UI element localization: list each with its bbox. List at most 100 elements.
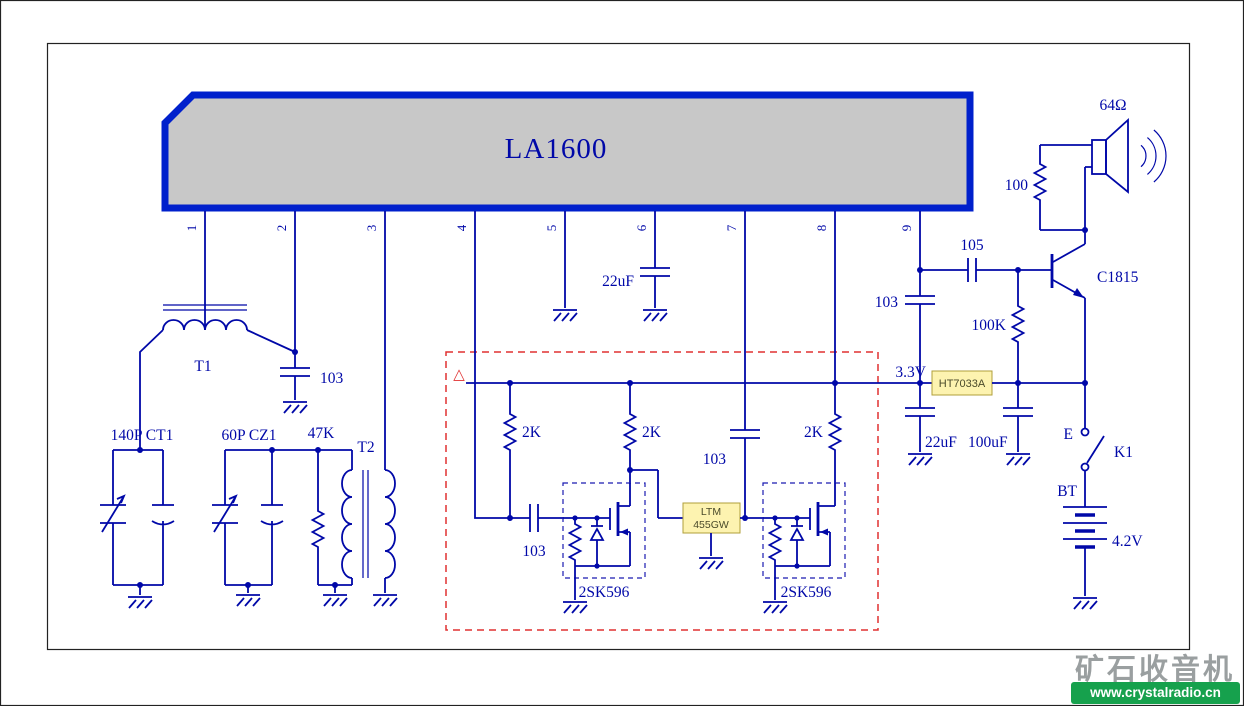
ct1-label: 140P CT1	[111, 427, 174, 444]
power-section: 3.3V HT7033A 22uF 100uF	[895, 364, 1143, 610]
junction-dots	[137, 227, 1088, 588]
ground-symbol	[698, 557, 724, 570]
mosfet-module-2	[762, 482, 846, 600]
q1-label: 2SK596	[579, 584, 630, 601]
ic-la1600: LA1600	[161, 91, 974, 212]
internal-resistor	[568, 517, 582, 567]
internal-diode-leads	[791, 518, 803, 566]
collector-lead	[1052, 166, 1092, 263]
switch-terminal	[1080, 427, 1090, 437]
pin-number-9: 9	[899, 225, 914, 232]
regulator-label: HT7033A	[939, 378, 986, 390]
r47k-label: 47K	[308, 425, 336, 442]
module-outline	[562, 482, 646, 579]
pin2-bypass-cap	[280, 211, 310, 400]
r100-label: 100	[1005, 177, 1029, 194]
c22uf-pin6-cap	[640, 211, 670, 308]
module-outline	[762, 482, 846, 579]
diode-triangle	[589, 527, 605, 541]
t1-leads	[139, 329, 296, 450]
c103-pin2-label: 103	[320, 370, 344, 387]
switch-terminal	[1080, 462, 1090, 472]
c105-coupling-cap	[920, 258, 1052, 282]
decoupling-section: 22uF	[552, 211, 670, 322]
c22uf-output-cap	[905, 383, 935, 452]
source-bus	[574, 565, 630, 600]
switch-k1-label: K1	[1114, 444, 1133, 461]
switch-blade	[1086, 435, 1105, 464]
drain-lead	[818, 483, 836, 507]
r2k-1-label: 2K	[522, 424, 542, 441]
ground-symbol	[322, 594, 348, 607]
sound-waves-icon	[1140, 129, 1167, 183]
rail-voltage-label: 3.3V	[895, 364, 926, 381]
t1-ferrite-coil	[162, 304, 248, 331]
r2k-3-label: 2K	[804, 424, 824, 441]
ground-symbol	[642, 309, 668, 322]
drain-lead	[618, 483, 631, 507]
t2-transformer	[318, 450, 396, 593]
ground-symbol	[907, 453, 933, 466]
c100uf-input-cap	[1003, 383, 1033, 452]
c103-pin7-label: 103	[703, 451, 727, 468]
pin-number-2: 2	[274, 225, 289, 232]
r47k-resistor	[311, 450, 325, 585]
speaker	[1040, 117, 1167, 194]
c103-pin7-cap	[730, 211, 760, 518]
if-section: △ 2K 2K 2K 103	[445, 211, 932, 631]
ground-symbol	[1072, 597, 1098, 610]
c22uf-pin6-label: 22uF	[602, 273, 634, 290]
variable-arrow	[213, 494, 238, 533]
emitter-arrow	[1073, 288, 1084, 298]
source-bus	[774, 565, 830, 600]
ground-symbol	[127, 596, 153, 609]
ground-symbol	[1005, 453, 1031, 466]
r100k-label: 100K	[972, 317, 1007, 334]
internal-resistor	[768, 517, 782, 567]
stage1-to-filter-wire	[630, 469, 683, 519]
battery-bt-label: BT	[1057, 483, 1077, 500]
speaker-body	[1091, 139, 1107, 175]
ground-symbol	[562, 601, 588, 614]
source-lead	[618, 531, 631, 566]
speaker-impedance-label: 64Ω	[1099, 97, 1126, 114]
switch-e-label: E	[1064, 426, 1073, 443]
filter-label-line2: 455GW	[693, 519, 729, 531]
ic-pin-numbers: 1 2 3 4 5 6 7 8 9	[184, 224, 914, 231]
pin9-wire-and-c103	[905, 211, 935, 383]
r2k-1	[503, 383, 517, 518]
r2k-3	[828, 211, 842, 483]
antenna-section: T1 140P CT1 103	[100, 211, 344, 609]
transistor-c1815	[1050, 166, 1092, 383]
r100-resistor	[1033, 145, 1085, 231]
oscillator-section: 60P CZ1 47K T2	[212, 211, 398, 607]
ground-symbol	[282, 401, 308, 414]
note-triangle-icon: △	[453, 367, 465, 383]
pin-number-6: 6	[634, 224, 649, 231]
ground-symbol	[762, 601, 788, 614]
pin-number-5: 5	[544, 225, 559, 232]
battery-4v2	[1063, 506, 1107, 596]
watermark-title: 矿石收音机	[1074, 654, 1235, 686]
mosfet-arrow	[620, 528, 628, 536]
t1-label: T1	[194, 358, 211, 375]
c100uf-label: 100uF	[968, 434, 1008, 451]
cz1-label: 60P CZ1	[222, 427, 277, 444]
ground-symbol	[552, 309, 578, 322]
pin-number-3: 3	[364, 225, 379, 232]
ground-symbol	[372, 594, 398, 607]
inner-border	[46, 42, 1191, 651]
audio-section: 103 105 100K C1815 100	[875, 97, 1167, 383]
speaker-cone	[1105, 117, 1129, 194]
regulator-ht7033a: HT7033A	[931, 370, 993, 396]
mosfet-arrow	[820, 528, 828, 536]
q2-label: 2SK596	[781, 584, 832, 601]
t2-label: T2	[357, 439, 374, 456]
cz1-variable-capacitor	[212, 450, 284, 593]
diode-triangle	[789, 527, 805, 541]
r100k-bias-resistor	[1011, 270, 1025, 383]
c103-input-cap	[474, 211, 563, 532]
switch-k1	[1080, 383, 1105, 507]
